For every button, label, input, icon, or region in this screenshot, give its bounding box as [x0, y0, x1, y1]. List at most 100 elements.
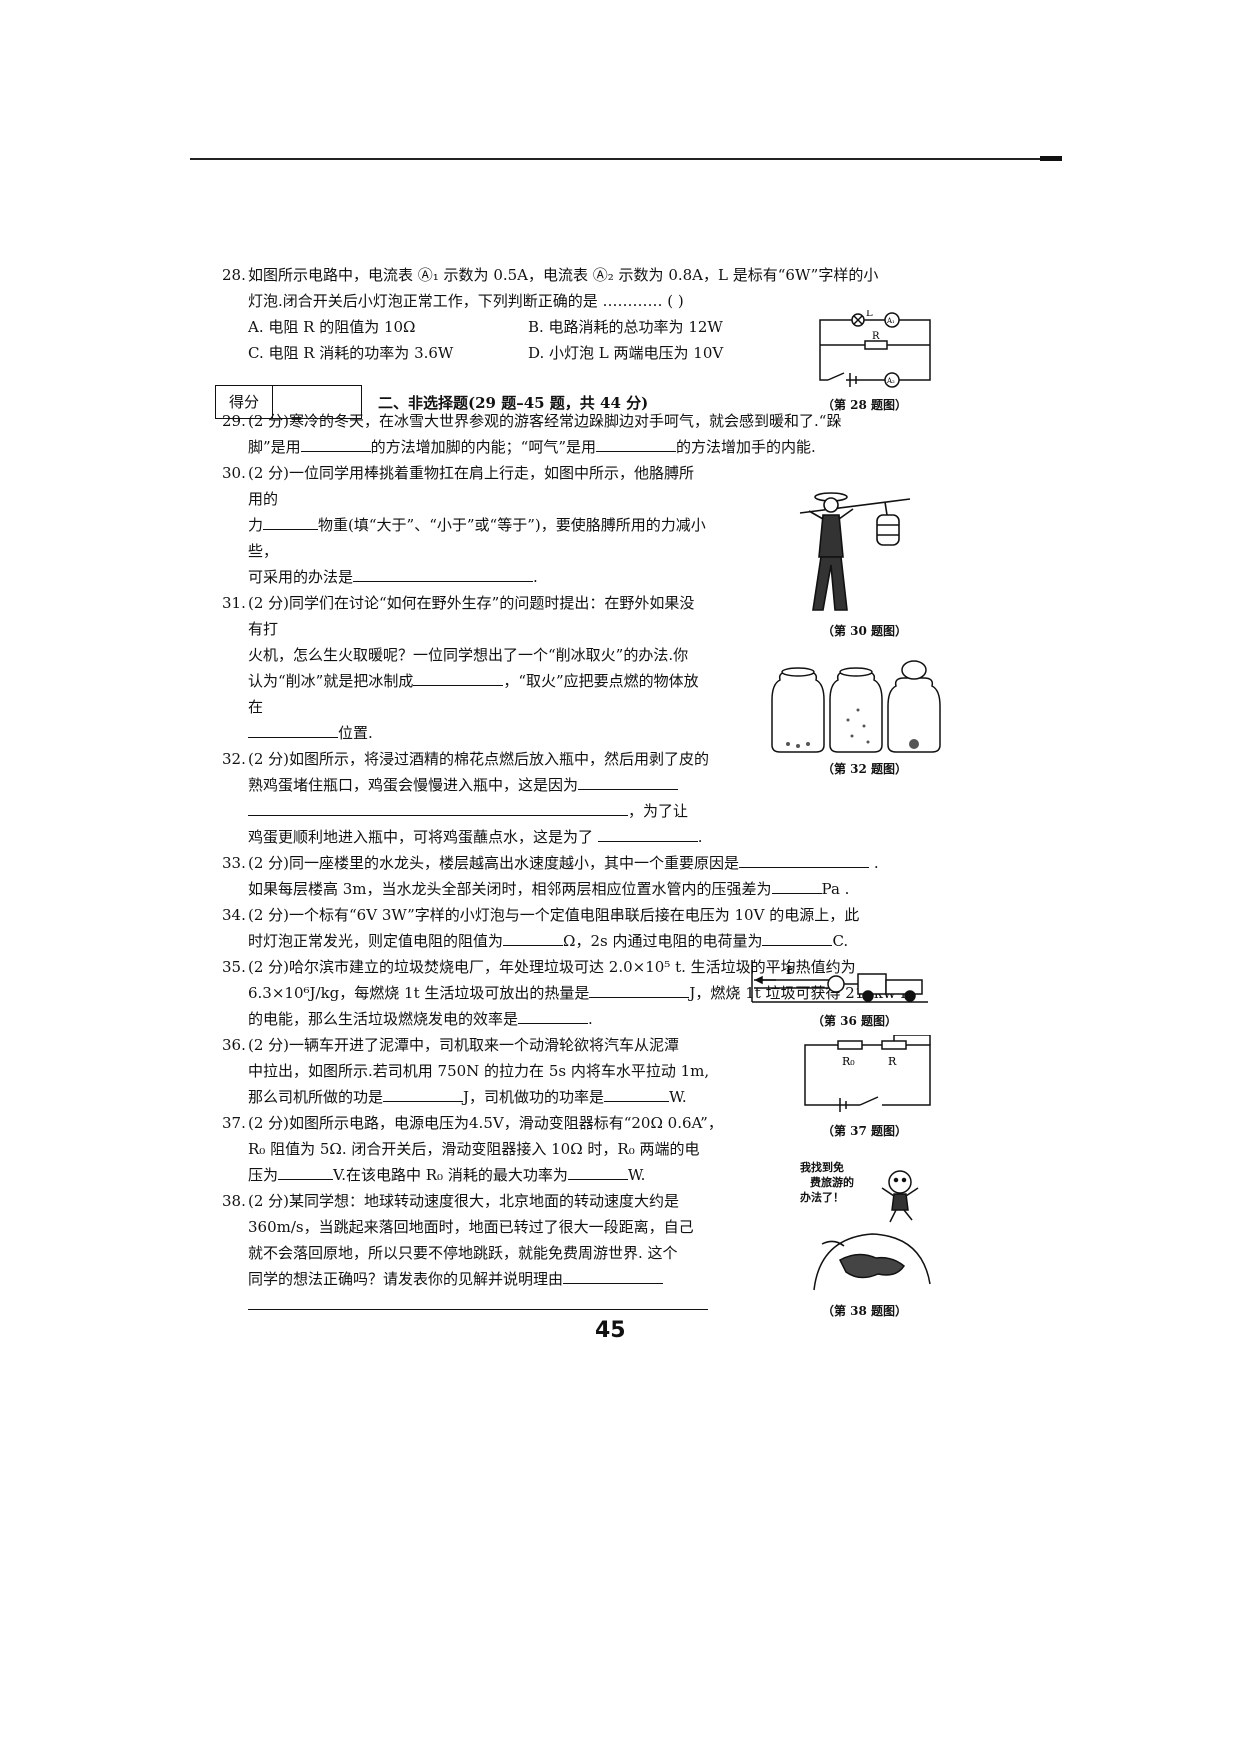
switch-gap	[828, 372, 846, 386]
q32-text: 鸡蛋更顺利地进入瓶中，可将鸡蛋蘸点水，这是为了	[248, 828, 594, 846]
q38-text: 就不会落回原地，所以只要不停地跳跃，就能免费周游世界. 这个	[248, 1244, 678, 1262]
q30-text: 可采用的办法是	[248, 568, 354, 586]
answer-blank[interactable]	[518, 1007, 589, 1024]
fig30-person	[799, 492, 911, 611]
boy-head-icon	[888, 1170, 912, 1194]
answer-blank[interactable]	[604, 1085, 670, 1102]
q38-text: 同学的想法正确吗？请发表你的见解并说明理由	[248, 1270, 564, 1288]
answer-blank[interactable]	[248, 1293, 708, 1310]
q29-text: (2 分)寒冷的冬天，在冰雪大世界参观的游客经常边跺脚边对手呵气，就会感到暖和了…	[248, 412, 842, 430]
answer-blank[interactable]	[578, 773, 679, 790]
q36-text: (2 分)一辆车开进了泥潭中，司机取来一个动滑轮欲将汽车从泥潭	[248, 1036, 680, 1054]
q34-text: (2 分)一个标有“6V 3W”字样的小灯泡与一个定值电阻串联后接在电压为 10…	[248, 906, 860, 924]
answer-blank[interactable]	[278, 1163, 334, 1180]
q35-text: .	[588, 1010, 593, 1028]
earth-jumper-drawing	[813, 1170, 931, 1291]
answer-blank[interactable]	[739, 851, 870, 868]
question-28: 28.如图所示电路中，电流表 Ⓐ₁ 示数为 0.5A，电流表 Ⓐ₂ 示数为 0.…	[222, 262, 942, 314]
switch-icon	[859, 1096, 879, 1106]
option-c[interactable]: C. 电阻 R 消耗的功率为 3.6W	[248, 344, 454, 362]
legs-icon	[812, 556, 848, 611]
q36-text: 那么司机所做的功是	[248, 1088, 384, 1106]
q33-text: (2 分)同一座楼里的水龙头，楼层越高出水速度越小，其中一个重要原因是	[248, 854, 740, 872]
answer-blank[interactable]	[589, 981, 690, 998]
q35-text: J，燃烧 1t 垃圾可获得 210kw·h	[689, 984, 911, 1002]
answer-blank[interactable]	[771, 877, 822, 894]
q29-text: 脚”是用	[248, 438, 301, 456]
resistor-r0-icon	[837, 1040, 863, 1050]
wheel-icon	[904, 990, 916, 1002]
questions-body: 28.如图所示电路中，电流表 Ⓐ₁ 示数为 0.5A，电流表 Ⓐ₂ 示数为 0.…	[222, 262, 942, 1318]
speech-bubble-text: 办法了！	[800, 1191, 844, 1204]
q-number: 32.	[222, 750, 246, 768]
q37-text: R₀ 阻值为 5Ω. 闭合开关后，滑动变阻器接入 10Ω 时，R₀ 两端的电	[248, 1140, 700, 1158]
question-37: 37.(2 分)如图所示电路，电源电压为4.5V，滑动变阻器标有“20Ω 0.6…	[222, 1110, 728, 1188]
answer-blank[interactable]	[263, 513, 319, 530]
head-icon	[823, 497, 839, 513]
answer-blank[interactable]	[563, 1267, 664, 1284]
fig38-caption: （第 38 题图）	[822, 1304, 908, 1318]
answer-blank[interactable]	[300, 435, 371, 452]
fig36-car-pulley: F	[751, 960, 928, 1003]
answer-blank[interactable]	[248, 721, 338, 738]
q-number: 31.	[222, 594, 246, 612]
globe-icon	[813, 1233, 931, 1291]
q37-text: 压为	[248, 1166, 279, 1184]
q35-text: 6.3×10⁶J/kg，每燃烧 1t 生活垃圾可放出的热量是	[248, 984, 590, 1002]
q33-text: .	[873, 854, 879, 872]
lamp-icon	[853, 315, 863, 325]
q-number: 35.	[222, 958, 246, 976]
answer-blank[interactable]	[596, 435, 677, 452]
q-number: 29.	[222, 412, 246, 430]
question-38: 38.(2 分)某同学想：地球转动速度很大，北京地面的转动速度大约是 360m/…	[222, 1188, 728, 1318]
pulley-icon	[827, 975, 845, 993]
body-icon	[818, 514, 844, 558]
switch-icon	[827, 372, 845, 381]
a2-label: A₂	[886, 377, 895, 385]
q37-text: (2 分)如图所示电路，电源电压为4.5V，滑动变阻器标有“20Ω 0.6A”，	[248, 1114, 723, 1132]
answer-blank[interactable]	[383, 1085, 464, 1102]
q30-text: .	[533, 568, 538, 586]
force-label: F	[786, 964, 794, 977]
answer-blank[interactable]	[597, 825, 698, 842]
q38-text: (2 分)某同学想：地球转动速度很大，北京地面的转动速度大约是	[248, 1192, 680, 1210]
q28-line2: 灯泡.闭合开关后小灯泡正常工作，下列判断正确的是 ………… ( )	[248, 292, 684, 310]
fig38-cartoon: 我找到免 费旅游的 办法了！	[800, 1160, 940, 1300]
answer-blank[interactable]	[248, 799, 628, 816]
fig30-caption: （第 30 题图）	[822, 624, 908, 638]
option-b[interactable]: B. 电路消耗的总功率为 12W	[528, 318, 723, 336]
resistor-label: R	[872, 331, 880, 342]
car-cab-icon	[857, 973, 887, 995]
q37-text: W.	[627, 1166, 646, 1184]
score-box[interactable]: 得分	[215, 385, 362, 419]
jar-mouth	[781, 667, 815, 677]
q32-text: .	[697, 828, 703, 846]
score-label: 得分	[216, 386, 273, 418]
a1-label: A₁	[886, 317, 895, 325]
q31-text: 位置.	[338, 724, 373, 742]
fig37-circuit: R₀ R	[804, 1035, 931, 1112]
r0-label: R₀	[842, 1055, 855, 1068]
answer-blank[interactable]	[762, 929, 833, 946]
option-d[interactable]: D. 小灯泡 L 两端电压为 10V	[528, 344, 724, 362]
answer-blank[interactable]	[503, 929, 564, 946]
q30-text: (2 分)一位同学用棒挑着重物扛在肩上行走，如图中所示，他胳膊所用的	[248, 464, 695, 508]
continent-icon	[839, 1253, 905, 1279]
q36-text: 中拉出，如图所示.若司机用 750N 的拉力在 5s 内将车水平拉动 1m,	[248, 1062, 710, 1080]
arm-icon	[808, 510, 824, 520]
question-30: 30.(2 分)一位同学用棒挑着重物扛在肩上行走，如图中所示，他胳膊所用的 力物…	[222, 460, 708, 590]
answer-blank[interactable]	[567, 1163, 628, 1180]
wheel-icon	[862, 990, 874, 1002]
speech-bubble-text: 费旅游的	[810, 1176, 854, 1189]
fig36-caption: （第 36 题图）	[812, 1014, 898, 1028]
q30-text: 物重(填“大于”、“小于”或“等于”)，要使胳膊所用的力减小些，	[248, 516, 706, 560]
q32-text: (2 分)如图所示，将浸过酒精的棉花点燃后放入瓶中，然后用剥了皮的	[248, 750, 710, 768]
resistor-icon	[864, 340, 888, 350]
answer-blank[interactable]	[353, 565, 534, 582]
option-a[interactable]: A. 电阻 R 的阻值为 10Ω	[248, 318, 416, 336]
circuit-wire	[804, 1044, 931, 1106]
q-number: 34.	[222, 906, 246, 924]
q28-line1: 如图所示电路中，电流表 Ⓐ₁ 示数为 0.5A，电流表 Ⓐ₂ 示数为 0.8A，…	[248, 266, 879, 284]
q29-text: 的方法增加手的内能.	[676, 438, 816, 456]
answer-blank[interactable]	[413, 669, 504, 686]
